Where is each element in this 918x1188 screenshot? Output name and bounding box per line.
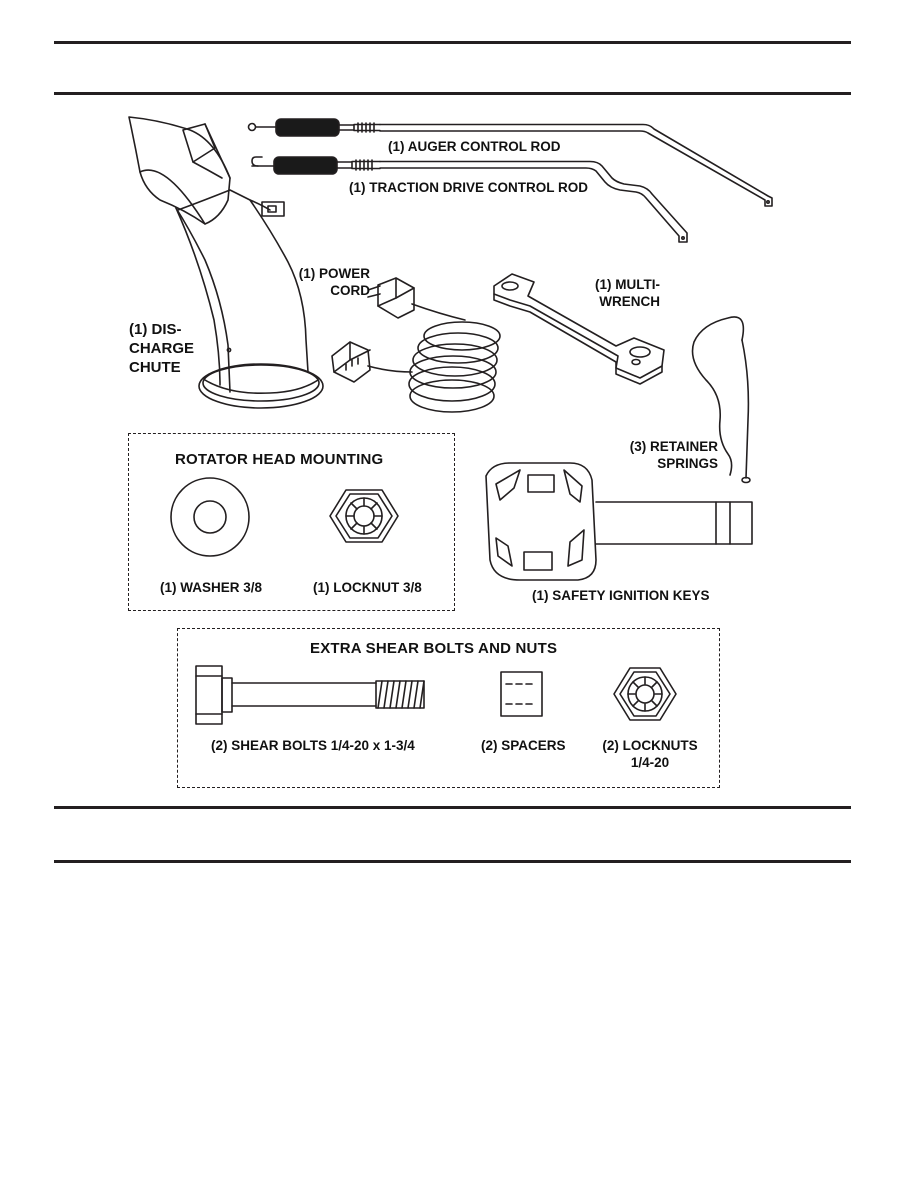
retainer-springs-line-2: SPRINGS	[657, 456, 718, 471]
shear-bolts-box	[177, 628, 720, 788]
discharge-chute-label: (1) DIS- CHARGE CHUTE	[129, 320, 194, 377]
locknut-drawing	[329, 489, 399, 543]
shear-box-title: EXTRA SHEAR BOLTS AND NUTS	[310, 640, 558, 657]
locknut-small-drawing	[613, 667, 677, 721]
rotator-head-box	[128, 433, 455, 611]
auger-rod-label: (1) AUGER CONTROL ROD	[388, 139, 561, 154]
discharge-chute-line-1: (1) DIS-	[129, 321, 182, 338]
multi-wrench-label: (1) MULTI- WRENCH	[560, 276, 660, 310]
power-cord-line-1: (1) POWER	[298, 266, 370, 281]
spacer-drawing	[500, 671, 543, 717]
rotator-box-title: ROTATOR HEAD MOUNTING	[175, 451, 384, 468]
power-cord-label: (1) POWER CORD	[296, 265, 370, 299]
auger-control-rod-drawing	[247, 118, 773, 207]
locknut-label: (1) LOCKNUT 3/8	[313, 580, 422, 595]
retainer-springs-label: (3) RETAINER SPRINGS	[612, 438, 718, 472]
locknuts-label: (2) LOCKNUTS 1/4-20	[600, 737, 700, 771]
top-rule-1	[54, 41, 851, 44]
retainer-springs-line-1: (3) RETAINER	[629, 439, 718, 454]
power-cord-drawing	[331, 277, 501, 413]
multi-wrench-drawing	[493, 273, 665, 385]
multi-wrench-line-2: WRENCH	[599, 294, 660, 309]
power-cord-line-2: CORD	[330, 283, 370, 298]
washer-label: (1) WASHER 3/8	[160, 580, 263, 595]
traction-rod-drawing	[251, 156, 688, 243]
washer-drawing	[170, 477, 250, 557]
safety-keys-label: (1) SAFETY IGNITION KEYS	[532, 588, 710, 603]
shear-bolt-drawing	[195, 665, 425, 725]
discharge-chute-line-3: CHUTE	[129, 359, 181, 376]
bottom-rule-2	[54, 860, 851, 863]
locknuts-line-1: (2) LOCKNUTS	[602, 738, 698, 753]
retainer-spring-drawing	[691, 316, 751, 484]
discharge-chute-drawing	[128, 116, 324, 409]
spacers-label: (2) SPACERS	[481, 738, 566, 753]
discharge-chute-line-2: CHARGE	[129, 340, 195, 357]
shear-bolts-label: (2) SHEAR BOLTS 1/4-20 x 1-3/4	[211, 738, 415, 753]
multi-wrench-line-1: (1) MULTI-	[595, 277, 660, 292]
top-rule-2	[54, 92, 851, 95]
traction-rod-label: (1) TRACTION DRIVE CONTROL ROD	[349, 180, 588, 195]
safety-key-drawing	[485, 462, 753, 581]
bottom-rule-1	[54, 806, 851, 809]
locknuts-line-2: 1/4-20	[630, 755, 670, 770]
